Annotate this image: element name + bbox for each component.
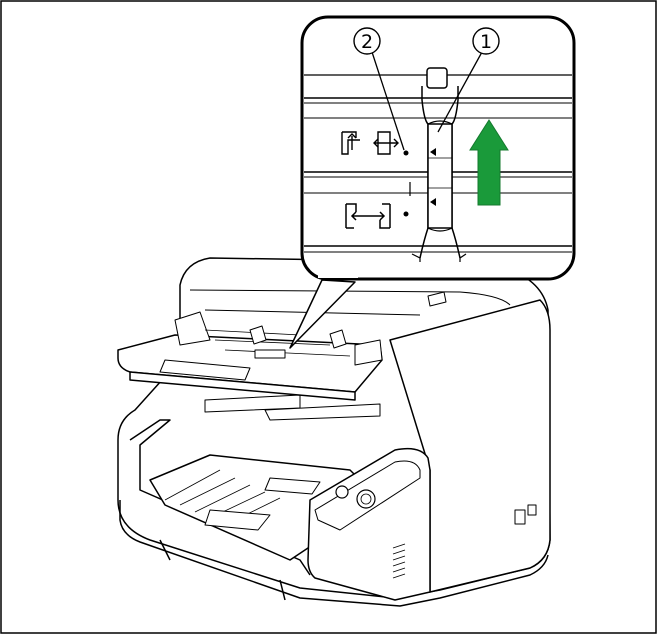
callout-pointer <box>289 279 356 349</box>
callout-2-label: 2 <box>361 31 373 53</box>
feed-tray <box>117 311 383 401</box>
callout-1: 1 <box>472 27 500 55</box>
portrait-orientation-icon <box>341 131 360 155</box>
leader-line-2 <box>371 51 405 151</box>
callout-2: 2 <box>353 27 381 55</box>
position-dot-top <box>403 150 409 156</box>
slider-marker-bottom <box>430 198 436 206</box>
slider-marker-top <box>430 148 436 156</box>
landscape-orientation-icon <box>373 131 399 155</box>
zoom-bubble: 2 1 <box>300 15 576 281</box>
push-up-arrow-icon <box>469 119 509 206</box>
callout-1-label: 1 <box>480 31 492 53</box>
position-dot-bottom <box>403 211 409 217</box>
width-adjust-icon <box>345 203 391 229</box>
leader-line-1 <box>437 51 483 133</box>
